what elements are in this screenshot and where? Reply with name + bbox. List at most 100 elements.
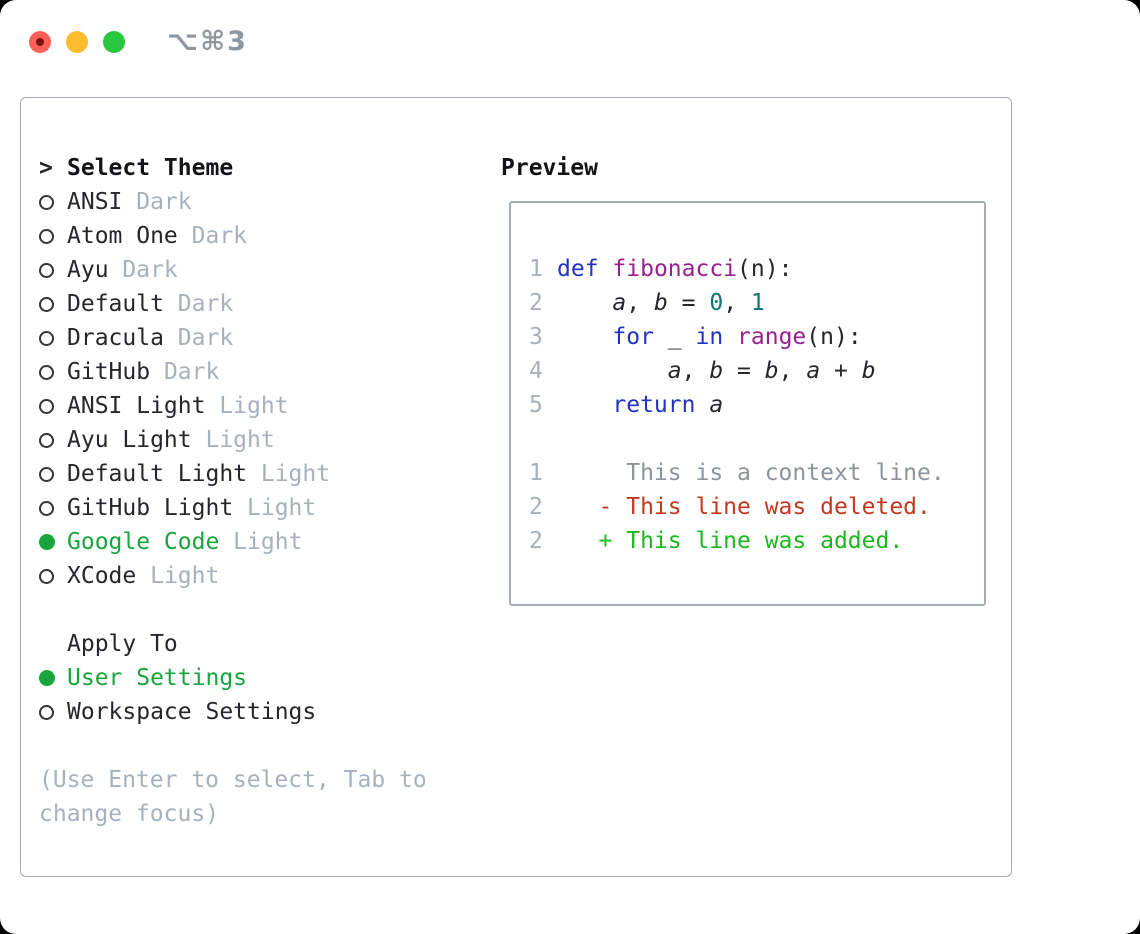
theme-name: Default Light <box>67 461 248 487</box>
diff-text: This is a context line. <box>557 460 945 486</box>
theme-variant: Light <box>136 563 220 589</box>
apply-option-1[interactable]: Workspace Settings <box>39 695 484 729</box>
code-line: 3 for _ in range(n): <box>529 320 984 354</box>
theme-variant: Light <box>219 529 303 555</box>
theme-list-header-row: > Select Theme <box>39 151 484 185</box>
theme-option-0[interactable]: ANSI Dark <box>39 185 484 219</box>
radio-icon <box>39 330 54 346</box>
apply-to-header-row: Apply To <box>39 627 484 661</box>
diff-preview: 1 This is a context line.2 - This line w… <box>529 456 984 558</box>
code-line: 1 def fibonacci(n): <box>529 252 984 286</box>
theme-option-1[interactable]: Atom One Dark <box>39 219 484 253</box>
titlebar: ⌥⌘3 <box>29 26 248 57</box>
theme-name: Ayu Light <box>67 427 192 453</box>
theme-variant: Dark <box>108 257 178 283</box>
code-line: 2 a, b = 0, 1 <box>529 286 984 320</box>
diff-line-deleted: 2 - This line was deleted. <box>529 490 984 524</box>
theme-name: Ayu <box>67 257 109 283</box>
preview-title: Preview <box>501 155 598 181</box>
diff-line-context: 1 This is a context line. <box>529 456 984 490</box>
theme-option-8[interactable]: Default Light Light <box>39 457 484 491</box>
theme-list-title: Select Theme <box>67 155 234 181</box>
apply-option-label: Workspace Settings <box>67 699 317 725</box>
radio-icon <box>39 262 54 278</box>
code-text: a, b = 0, 1 <box>612 290 765 316</box>
apply-option-0[interactable]: User Settings <box>39 661 484 695</box>
line-number: 1 <box>529 460 543 486</box>
apply-to-title: Apply To <box>67 631 178 657</box>
radio-icon <box>39 466 54 482</box>
unsaved-dot-icon <box>36 37 44 46</box>
theme-name: GitHub <box>67 359 151 385</box>
diff-text: + This line was added. <box>557 528 904 554</box>
code-text: def fibonacci(n): <box>557 256 793 282</box>
theme-option-5[interactable]: GitHub Dark <box>39 355 484 389</box>
radio-icon <box>39 194 54 210</box>
radio-icon <box>39 704 54 720</box>
line-number: 1 <box>529 256 543 282</box>
code-line: 5 return a <box>529 388 984 422</box>
theme-variant: Light <box>233 495 317 521</box>
line-number: 3 <box>529 324 543 350</box>
theme-variant: Dark <box>150 359 220 385</box>
radio-icon <box>39 568 54 584</box>
theme-name: Dracula <box>67 325 164 351</box>
code-line: 4 a, b = b, a + b <box>529 354 984 388</box>
theme-name: GitHub Light <box>67 495 234 521</box>
radio-selected-icon <box>39 670 55 686</box>
theme-option-9[interactable]: GitHub Light Light <box>39 491 484 525</box>
radio-icon <box>39 296 54 312</box>
radio-icon <box>39 398 54 414</box>
theme-name: Google Code <box>67 529 220 555</box>
theme-variant: Light <box>191 427 275 453</box>
theme-name: ANSI Light <box>67 393 206 419</box>
window-title: ⌥⌘3 <box>167 26 248 57</box>
theme-option-11[interactable]: XCode Light <box>39 559 484 593</box>
hint-text: (Use Enter to select, Tab to change focu… <box>39 767 427 827</box>
close-button[interactable] <box>29 30 51 53</box>
code-text: return a <box>612 392 724 418</box>
line-number: 2 <box>529 290 543 316</box>
theme-variant: Light <box>205 393 289 419</box>
theme-name: XCode <box>67 563 137 589</box>
apply-option-label: User Settings <box>67 665 248 691</box>
line-number: 2 <box>529 494 543 520</box>
radio-icon <box>39 432 54 448</box>
line-number: 4 <box>529 358 543 384</box>
theme-variant: Dark <box>122 189 192 215</box>
line-number: 5 <box>529 392 543 418</box>
theme-option-2[interactable]: Ayu Dark <box>39 253 484 287</box>
theme-option-4[interactable]: Dracula Dark <box>39 321 484 355</box>
theme-variant: Dark <box>163 291 234 317</box>
code-text: for _ in range(n): <box>612 324 862 350</box>
theme-option-10[interactable]: Google Code Light <box>39 525 484 559</box>
diff-line-added: 2 + This line was added. <box>529 524 984 558</box>
theme-option-3[interactable]: Default Dark <box>39 287 484 321</box>
focus-prompt-icon: > <box>39 155 53 181</box>
theme-option-6[interactable]: ANSI Light Light <box>39 389 484 423</box>
theme-name: Default <box>67 291 164 317</box>
theme-option-7[interactable]: Ayu Light Light <box>39 423 484 457</box>
theme-name: ANSI <box>67 189 123 215</box>
code-text: a, b = b, a + b <box>667 358 876 384</box>
radio-selected-icon <box>39 534 55 550</box>
radio-icon <box>39 228 54 244</box>
radio-icon <box>39 500 54 516</box>
spacer <box>39 729 484 763</box>
zoom-button[interactable] <box>103 30 125 53</box>
theme-name: Atom One <box>67 223 178 249</box>
minimize-button[interactable] <box>66 30 88 53</box>
spacer <box>529 422 984 456</box>
radio-icon <box>39 364 54 380</box>
line-number: 2 <box>529 528 543 554</box>
theme-variant: Dark <box>177 223 248 249</box>
theme-variant: Dark <box>163 325 234 351</box>
